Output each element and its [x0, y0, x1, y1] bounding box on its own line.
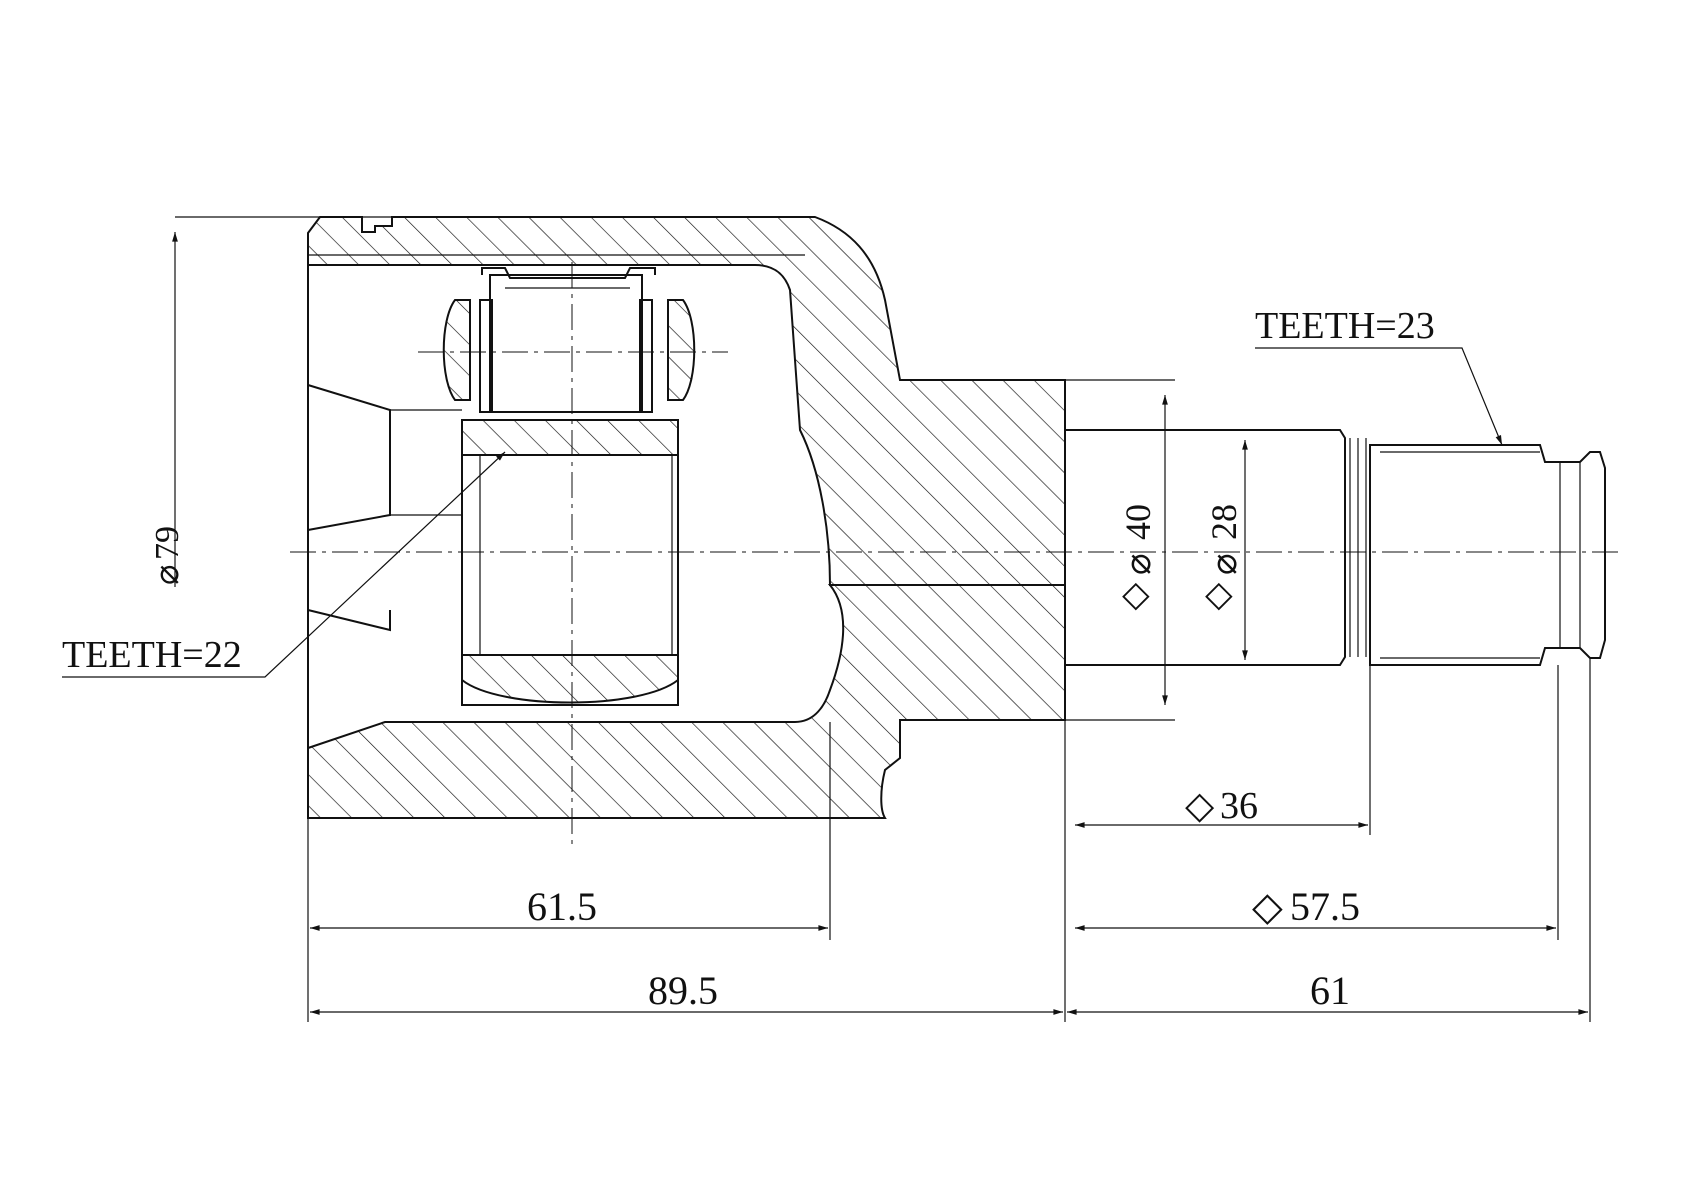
dim-outer-diameter: ⌀ 79	[149, 216, 392, 587]
shaft-diameter-symbol: ⌀	[1204, 553, 1244, 575]
shaft-diameter-value: 28	[1204, 504, 1244, 540]
dim-spline-start: ◇ 36	[1075, 785, 1368, 828]
dim-housing-length: 89.5	[310, 968, 1063, 1015]
seal-diameter-symbol: ⌀	[1118, 553, 1158, 575]
tripod-assembly	[442, 267, 696, 706]
spline-start-diamond: ◇	[1185, 785, 1215, 827]
dim-seal-diameter: ⌀ 40 ◇	[1065, 379, 1175, 721]
dim-stem-length: 61	[1067, 968, 1588, 1015]
housing-length-value: 89.5	[648, 968, 718, 1013]
stem-length-value: 61	[1310, 968, 1350, 1013]
needle-left	[479, 299, 493, 413]
roller-right	[667, 299, 696, 401]
dim-shaft-diameter: ⌀ 28 ◇	[1204, 440, 1248, 660]
housing-top-wall	[307, 216, 1066, 586]
shaft-diamond-symbol: ◇	[1205, 574, 1233, 614]
shaft-main	[1065, 429, 1346, 666]
seal-diameter-value: 40	[1118, 504, 1158, 540]
outer-diameter-value: 79	[149, 526, 186, 560]
inner-cone	[307, 384, 462, 632]
callout-outer-teeth: TEETH=23	[1255, 305, 1503, 446]
spline-end-value: 57.5	[1290, 884, 1360, 929]
spline-section	[1369, 444, 1606, 666]
dim-extension-lines	[307, 658, 1591, 1022]
roller-left	[442, 299, 471, 401]
spider-body	[461, 419, 679, 706]
output-shaft	[1065, 429, 1606, 666]
dim-spline-end: ◇ 57.5	[1075, 884, 1556, 931]
seal-diamond-symbol: ◇	[1122, 574, 1150, 614]
cone-outline-lower	[307, 609, 391, 632]
callout-inner-teeth: TEETH=22	[62, 451, 506, 678]
housing-depth-value: 61.5	[527, 884, 597, 929]
spider-top	[461, 419, 679, 456]
cone-outline	[307, 384, 391, 531]
outer-teeth-label: TEETH=23	[1255, 305, 1435, 347]
spline-end-diamond: ◇	[1252, 884, 1283, 929]
inner-teeth-label: TEETH=22	[62, 634, 242, 676]
roller-cage	[489, 274, 643, 413]
needle-right	[639, 299, 653, 413]
outer-diameter-symbol: ⌀	[149, 565, 186, 585]
spider-bottom	[461, 654, 679, 704]
bearing-cap	[481, 267, 656, 279]
dim-housing-depth: 61.5	[310, 884, 828, 931]
housing-bottom-wall	[307, 584, 1066, 819]
cone-inner	[390, 409, 462, 516]
outer-housing	[307, 216, 1066, 819]
spline-start-value: 36	[1220, 785, 1258, 827]
